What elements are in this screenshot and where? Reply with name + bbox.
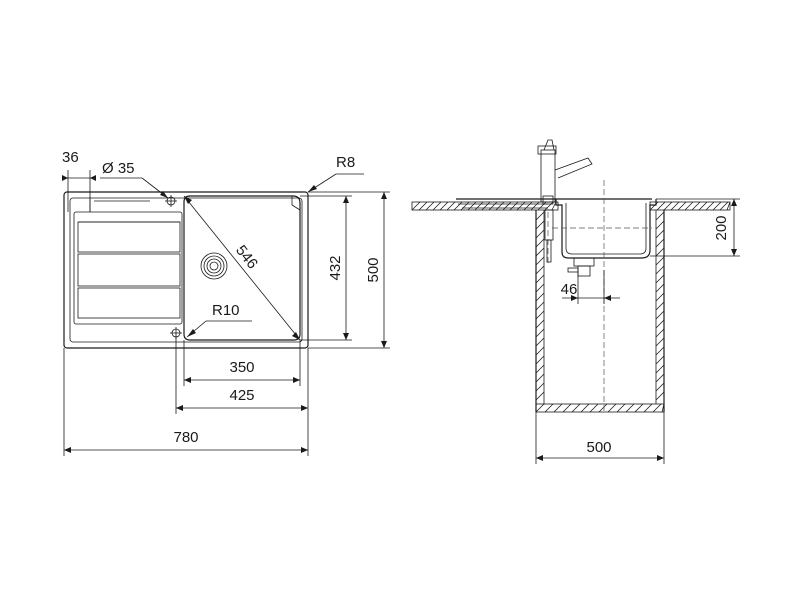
dimension-500-plan: 500 [365,257,382,282]
diagonal-dimension-line [183,195,301,341]
drainer-board [73,198,183,325]
countertop-right [649,201,731,211]
sink-outer-outline [63,191,309,349]
dimension-hole-diameter: Ø 35 [102,160,135,177]
drainer-groove-1 [77,221,181,253]
faucet-icon [537,139,593,205]
dimension-46: 46 [561,281,578,298]
countertop-hatching [411,201,731,211]
dimension-432: 432 [327,255,344,280]
drainer-groove-2 [77,253,181,287]
dimension-350: 350 [229,359,254,376]
dimension-425: 425 [229,387,254,404]
sink-inner-rim [69,197,303,343]
diagonal-dimension-label: 546 [232,242,261,272]
bowl-section [555,199,657,259]
tap-hole-icon [165,195,177,207]
dimension-36: 36 [62,149,79,166]
section-view: 200 46 500 [411,139,740,464]
cabinet-base [535,403,665,413]
dimension-200: 200 [713,215,730,240]
waste-drain-icon [200,252,228,280]
waste-trap-icon [567,257,595,277]
bowl-outline [183,195,301,341]
dimension-r10: R10 [212,302,240,319]
countertop-left [411,201,559,211]
dimension-780: 780 [173,429,198,446]
dimension-r8: R8 [336,154,355,171]
dimension-500-section: 500 [586,439,611,456]
drainer-groove-3 [77,287,181,319]
plan-view: 546 36 Ø 35 R8 R10 432 [62,149,390,456]
